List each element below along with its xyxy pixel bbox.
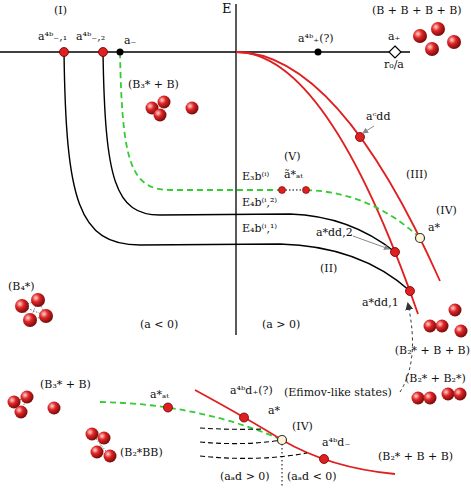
tetramer-curve [200, 453, 307, 458]
threshold-label: a⁴ᵇ₊(?) [298, 32, 334, 46]
atom-cluster [8, 391, 61, 419]
crossing-point [240, 413, 249, 422]
state-label: (B₂* + B + B) [395, 344, 470, 358]
region-label: (a > 0) [262, 318, 300, 332]
crossing-point [278, 436, 287, 445]
threshold-label: a* [268, 404, 280, 418]
resonance-point [117, 49, 124, 56]
axis-label: r₀/a [384, 58, 404, 72]
tetramer-curve [103, 52, 395, 252]
crossing-point [279, 187, 286, 194]
state-label: (B₄*) [8, 280, 35, 294]
crossing-point [416, 234, 425, 243]
resonance-point [60, 48, 69, 57]
resonance-point [99, 48, 108, 57]
crossing-point [406, 287, 415, 296]
atom-cluster [424, 304, 468, 338]
region-label: (aₐd > 0) [220, 470, 270, 484]
trimer-curve [120, 52, 282, 190]
region-label: (a < 0) [140, 318, 178, 332]
diamond-marker [389, 46, 401, 58]
region-label: (II) [320, 262, 337, 276]
region-label: (III) [406, 168, 428, 182]
trimer-curve [100, 402, 282, 440]
threshold-label: a* [428, 221, 440, 235]
crossing-point [391, 248, 400, 257]
threshold-label: a⁴ᵇd₋ [322, 436, 350, 450]
state-label: (B₂* + B + B) [378, 450, 453, 464]
threshold-curve [236, 52, 418, 314]
threshold-curve [195, 390, 395, 474]
divider-line [282, 444, 283, 486]
state-label: (B₃* + B) [40, 378, 91, 392]
atom-cluster [412, 388, 467, 405]
threshold-label: a⁴ᵇ₋,₁ [38, 30, 67, 44]
atom-cluster [146, 96, 199, 122]
tetramer-curve [64, 52, 410, 291]
threshold-label: a*dd,2 [316, 226, 353, 240]
region-label: (aₐd < 0) [287, 470, 337, 484]
region-label: (IV) [436, 204, 457, 218]
leader-arrow [363, 126, 374, 133]
vertical-axis [235, 4, 236, 335]
curve-label: E₄b⁽ⁱ,¹⁾ [242, 222, 277, 236]
state-label: (B + B + B + B) [372, 4, 462, 18]
axis-label: E [222, 2, 232, 16]
threshold-label: a₊ [388, 30, 400, 44]
state-label: (B₃* + B) [128, 78, 179, 92]
resonance-point [315, 49, 322, 56]
note-label: (Efimov-like states) [284, 386, 392, 400]
region-label: (V) [284, 150, 301, 164]
state-label: (B₂*BB) [120, 446, 163, 460]
crossing-point [320, 455, 329, 464]
tetramer-curve [200, 428, 264, 429]
threshold-label: a₋ [124, 34, 136, 48]
atom-cluster [15, 293, 53, 327]
crossing-point [303, 187, 310, 194]
curve-label: E₄b⁽ⁱ,²⁾ [242, 196, 277, 210]
threshold-label: a⁴ᵇd₊(?) [230, 384, 273, 398]
atom-cluster [86, 428, 117, 463]
leader-arrow [353, 236, 389, 249]
threshold-curve [236, 52, 440, 281]
threshold-label: ã*ₐₜ [284, 168, 303, 182]
crossing-point [164, 403, 173, 412]
curve-label: E₃b⁽ⁱ⁾ [242, 170, 269, 184]
region-label: (I) [54, 4, 67, 18]
threshold-label: a*ₐₜ [150, 388, 169, 402]
crossing-point [356, 133, 365, 142]
threshold-label: a*dd,1 [362, 296, 399, 310]
threshold-label: a⁴ᵇ₋,₂ [76, 30, 105, 44]
threshold-label: aᶜdd [366, 110, 390, 124]
state-label: (B₂* + B₂*) [405, 372, 466, 386]
region-label: (IV) [292, 420, 313, 434]
tetramer-curve [200, 440, 282, 444]
atom-cluster [413, 22, 461, 56]
